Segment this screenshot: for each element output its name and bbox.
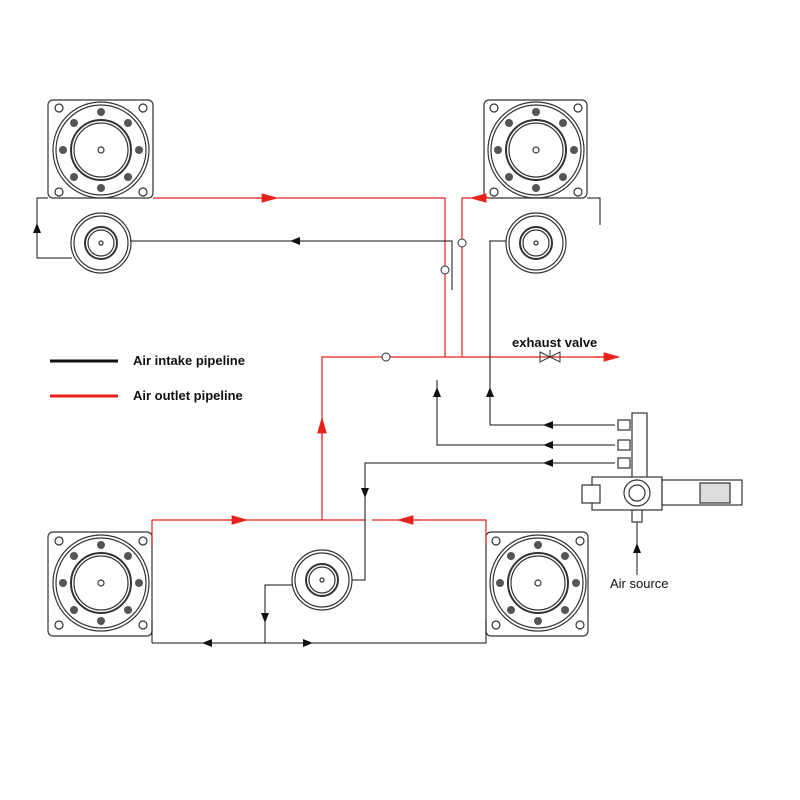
legend-outlet-label: Air outlet pipeline <box>133 388 243 403</box>
air-source-regulator <box>581 412 743 523</box>
exhaust-valve-icon <box>539 350 561 363</box>
check-valve-icon <box>381 238 467 362</box>
air-source-label: Air source <box>610 576 669 591</box>
motor-unit-top-right <box>483 99 588 274</box>
outlet-pipelines <box>151 193 621 545</box>
motor-unit-top-left <box>47 99 154 274</box>
motor-unit-bottom-left <box>47 531 153 637</box>
motor-unit-bottom-right <box>485 531 589 637</box>
intake-pipelines <box>33 197 641 647</box>
exhaust-valve-label: exhaust valve <box>512 335 598 350</box>
legend-intake-label: Air intake pipeline <box>133 353 245 368</box>
center-pump <box>291 549 353 611</box>
